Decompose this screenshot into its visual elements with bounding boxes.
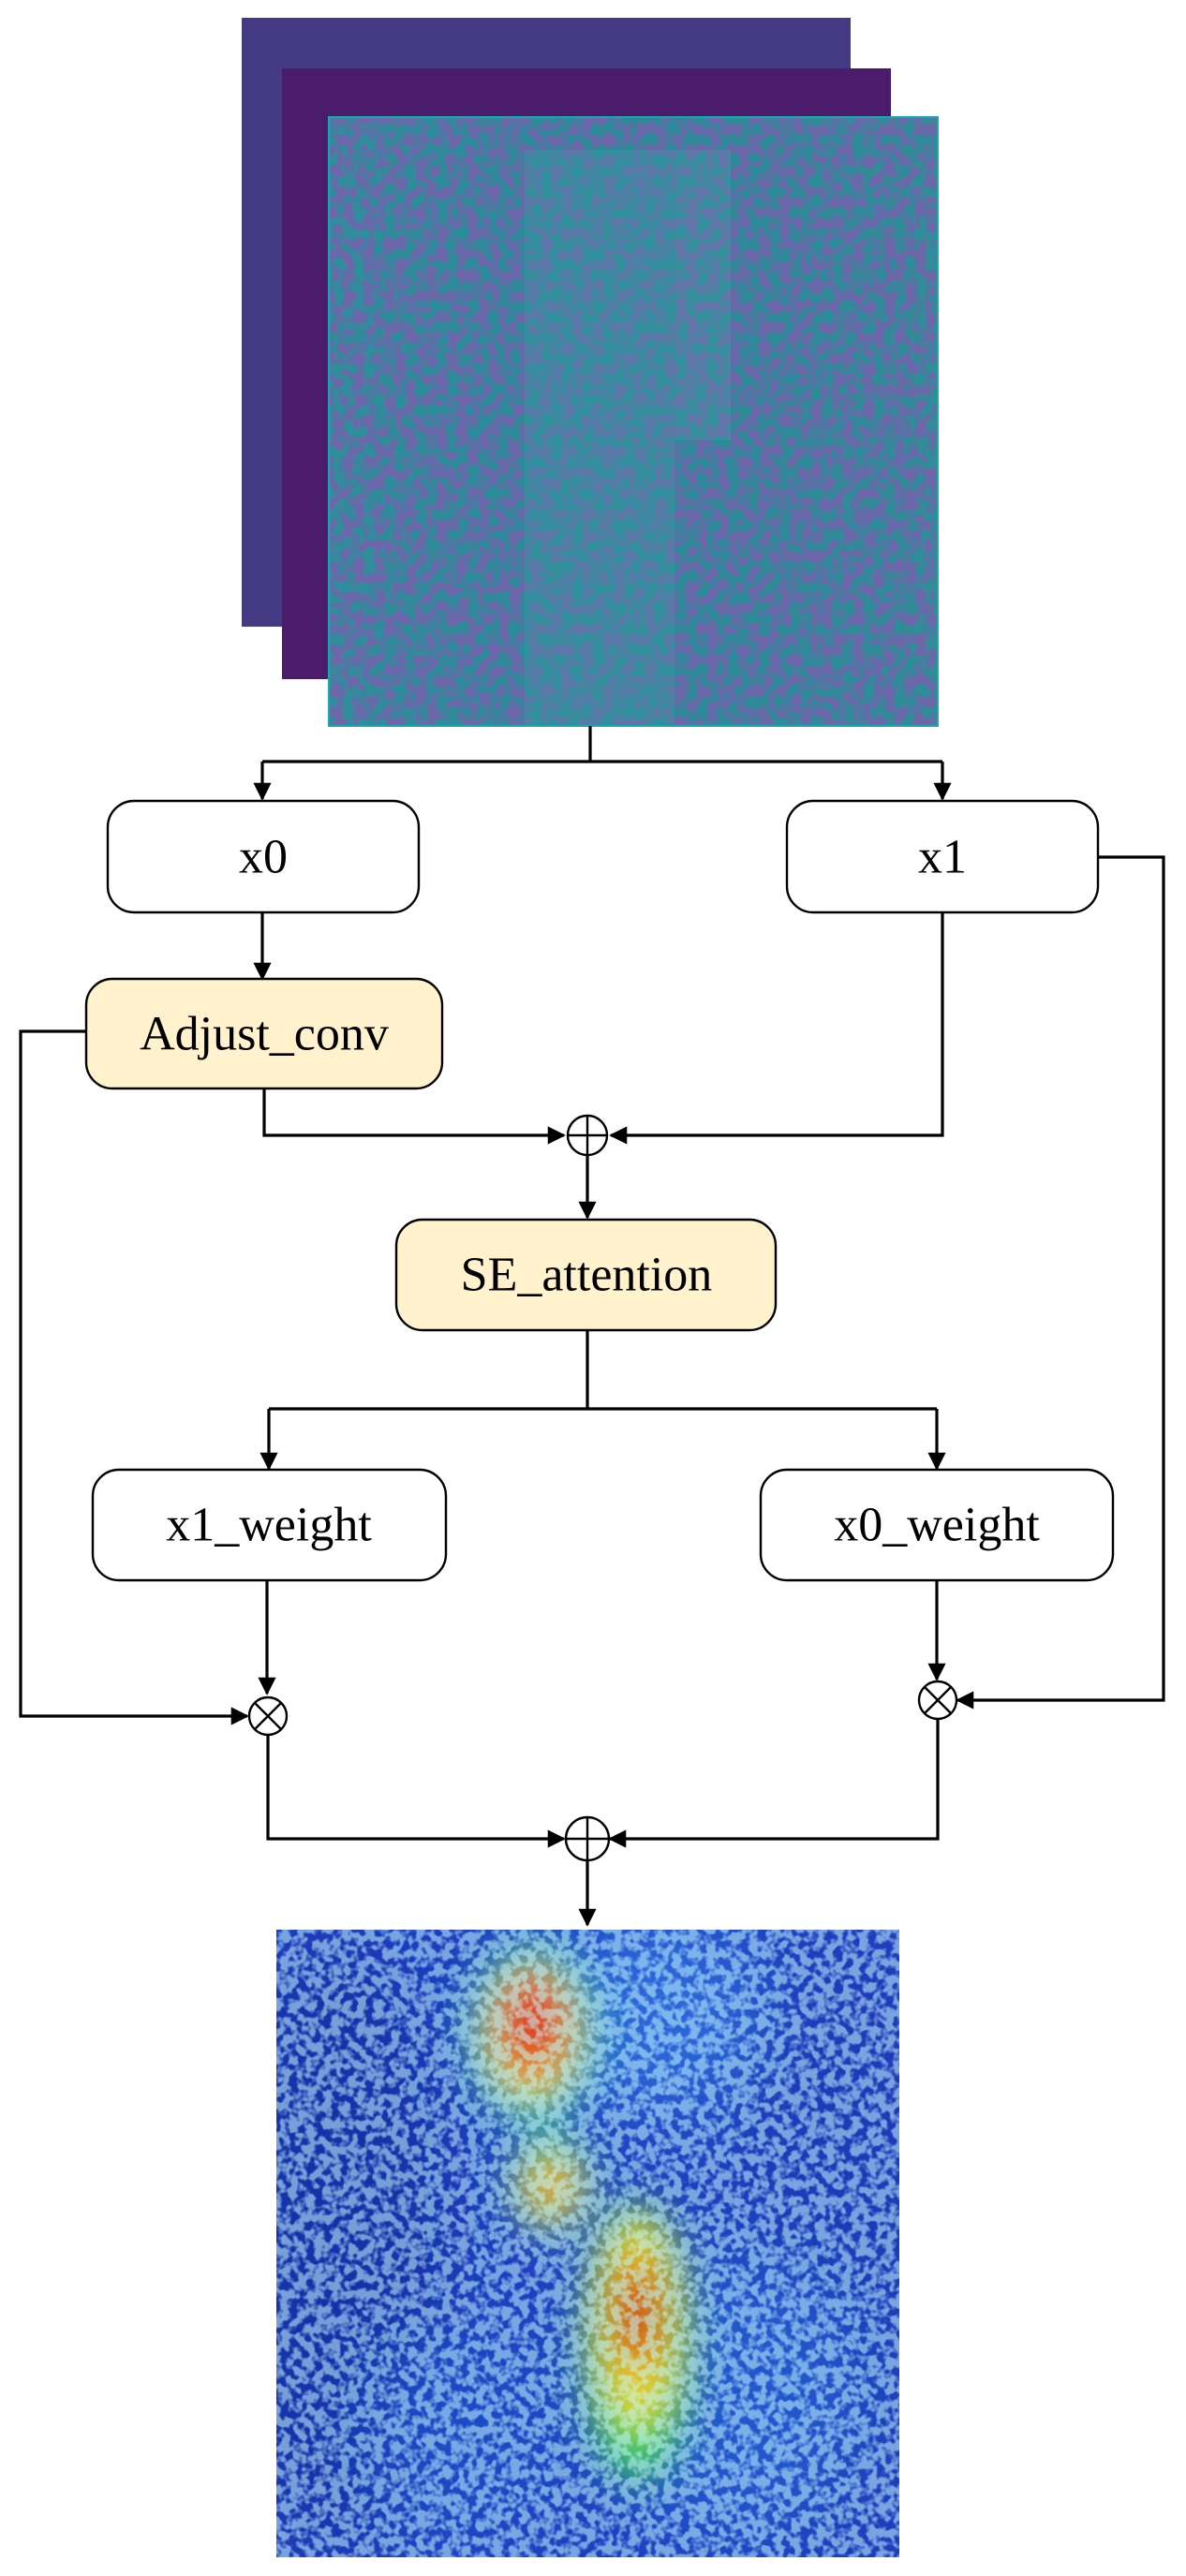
node-adjust-conv-label: Adjust_conv [140,1008,389,1061]
node-x0-weight: x0_weight [759,1468,1115,1582]
output-heatmap [276,1930,899,2557]
node-adjust-conv: Adjust_conv [84,977,444,1090]
feature-map-front [328,116,939,727]
node-se-attention-label: SE_attention [461,1249,713,1302]
multiply-operator-right [917,1680,958,1721]
node-x0-label: x0 [239,831,288,884]
node-x1: x1 [785,799,1100,914]
add-operator-bottom [564,1815,611,1862]
node-x1-weight-label: x1_weight [166,1499,372,1552]
node-x0: x0 [106,799,421,914]
node-x0-weight-label: x0_weight [834,1499,1040,1552]
input-feature-maps [242,18,939,727]
connectors [19,726,1165,1927]
node-se-attention: SE_attention [394,1218,778,1332]
node-x1-weight: x1_weight [91,1468,448,1582]
add-operator-top [566,1114,609,1157]
node-x1-label: x1 [918,831,967,884]
multiply-operator-left [247,1695,289,1737]
